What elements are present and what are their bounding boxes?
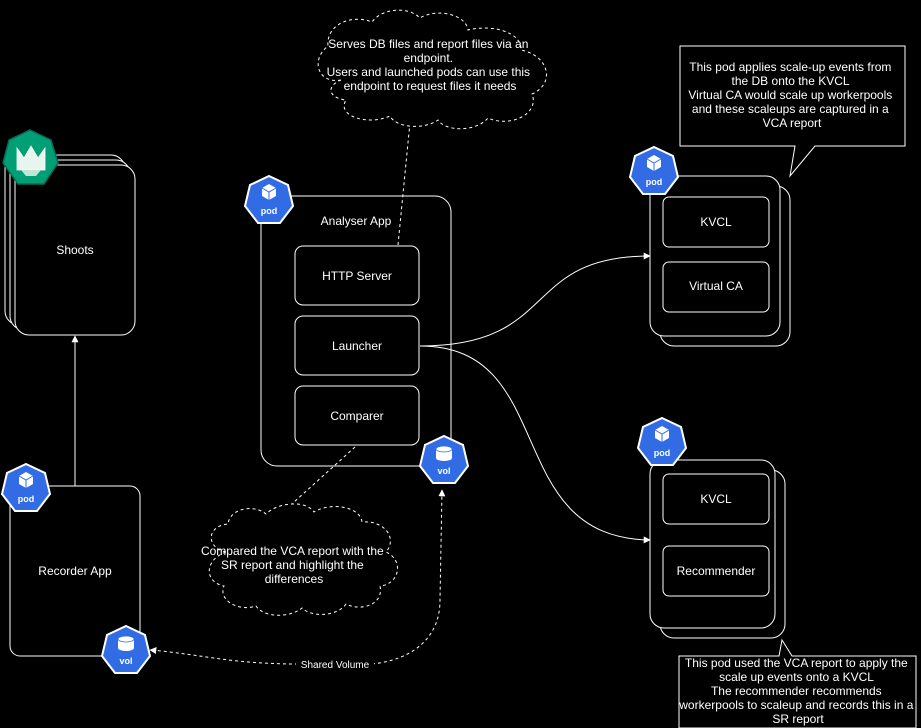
kvcl-top-node[interactable]: KVCL [662,196,770,248]
http-server-label: HTTP Server [322,269,392,283]
launcher-label: Launcher [332,339,382,353]
shoots-node[interactable]: Shoots [4,154,136,336]
svg-text:vol: vol [437,466,450,476]
volume-icon: vol [100,624,152,674]
http-server-node[interactable]: HTTP Server [294,245,420,306]
comparer-to-cloud-connector [271,446,356,523]
pod-icon: pod [628,145,680,195]
analyser-app-label: Analyser App [321,214,392,228]
top-pod-note-text: This pod applies scale-up events from th… [688,60,895,130]
comparer-note-cloud: Compared the VCA report with the SR repo… [201,503,398,616]
svg-text:pod: pod [18,494,35,504]
svg-text:pod: pod [646,177,663,187]
bottom-pod-note-callout: This pod used the VCA report to apply th… [678,638,917,728]
volume-icon: vol [418,434,470,484]
shared-volume-to-recorder-edge [149,647,299,665]
comparer-node[interactable]: Comparer [294,385,420,446]
recorder-app-node[interactable]: Recorder App [9,485,141,657]
pod-icon: pod [243,174,295,224]
top-pod-note-callout: This pod applies scale-up events from th… [679,45,906,178]
launcher-to-top-pod-edge [419,252,651,347]
shared-volume-label-bg [296,656,374,672]
shared-volume-label: Shared Volume [301,660,370,671]
bottom-pod-note-text: This pod used the VCA report to apply th… [678,656,916,726]
kvcl-bottom-node[interactable]: KVCL [662,473,770,525]
recorder-app-label: Recorder App [38,564,112,578]
launcher-node[interactable]: Launcher [294,315,420,376]
http-note-cloud: Serves DB files and report files via an … [317,9,547,130]
svg-text:vol: vol [119,656,132,666]
kvcl-top-label: KVCL [700,215,732,229]
comparer-note-text: Compared the VCA report with the SR repo… [201,544,387,586]
recommender-node[interactable]: Recommender [662,545,770,597]
svg-text:pod: pod [261,206,278,216]
kvcl-bottom-label: KVCL [700,492,732,506]
http-to-cloud-connector [397,111,412,246]
pod-icon: pod [0,462,52,512]
comparer-label: Comparer [330,409,383,423]
launcher-to-bottom-pod-edge [419,345,651,544]
shared-volume-to-analyser-edge [371,489,446,665]
virtual-ca-label: Virtual CA [689,279,743,293]
recommender-label: Recommender [677,564,756,578]
http-note-text: Serves DB files and report files via an … [327,37,534,93]
gardener-logo-icon [2,129,59,185]
svg-text:pod: pod [654,448,671,458]
virtual-ca-node[interactable]: Virtual CA [662,261,770,313]
shoots-label: Shoots [56,243,93,257]
pod-icon: pod [636,416,688,466]
